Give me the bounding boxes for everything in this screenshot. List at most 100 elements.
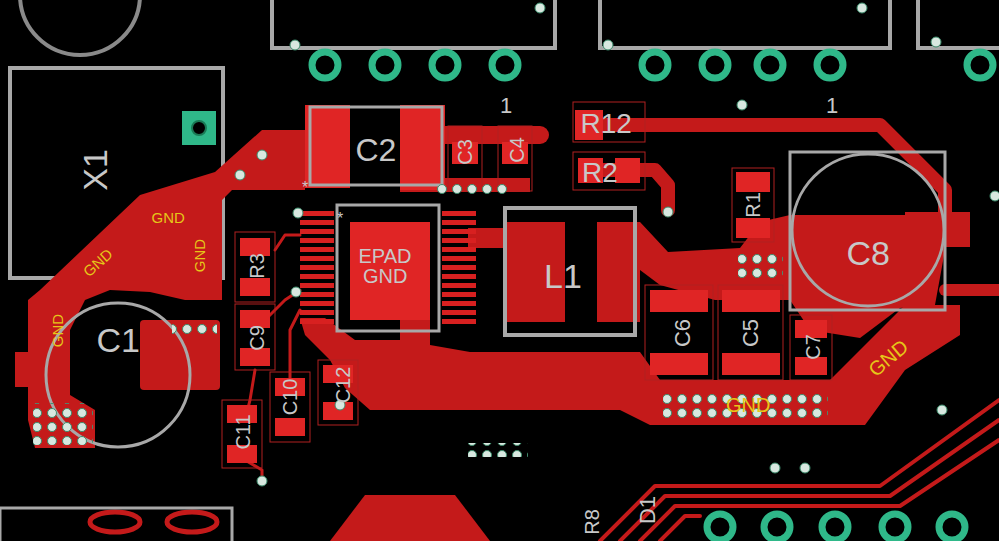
via-array bbox=[433, 181, 508, 195]
smd-pad bbox=[650, 353, 708, 375]
ic-outline bbox=[337, 205, 439, 331]
pin1-marker: * bbox=[302, 180, 308, 196]
part-name: R8 bbox=[582, 509, 602, 535]
connector-outline bbox=[0, 508, 232, 541]
tht-pad bbox=[757, 52, 783, 78]
part-name: R2 bbox=[582, 159, 618, 187]
smd-pad bbox=[615, 158, 640, 183]
smd-pad bbox=[722, 353, 780, 375]
part-name: C5 bbox=[740, 319, 762, 347]
smd-pad bbox=[736, 172, 770, 192]
tht-pad bbox=[492, 52, 518, 78]
via bbox=[291, 287, 301, 297]
header-outline bbox=[918, 0, 999, 48]
oval-pad bbox=[90, 512, 140, 532]
part-name: D1 bbox=[637, 496, 659, 524]
smd-pad bbox=[736, 218, 770, 238]
pin-number: 1 bbox=[500, 95, 512, 117]
tht-pad bbox=[707, 514, 733, 540]
capacitor-outline bbox=[310, 107, 442, 185]
component-outlines bbox=[0, 107, 945, 541]
single-vias bbox=[235, 3, 999, 486]
via bbox=[990, 191, 999, 201]
part-name: R12 bbox=[581, 110, 632, 138]
trace bbox=[660, 516, 700, 541]
smd-pad bbox=[305, 105, 350, 188]
trace bbox=[600, 400, 999, 541]
part-name: C3 bbox=[455, 139, 475, 165]
part-frame bbox=[732, 168, 774, 242]
part-frame bbox=[235, 232, 275, 302]
trace bbox=[590, 125, 945, 215]
tht-pad bbox=[882, 514, 908, 540]
via bbox=[937, 405, 947, 415]
via bbox=[293, 208, 303, 218]
tht-pad bbox=[702, 52, 728, 78]
ic-pins bbox=[300, 211, 334, 324]
through-hole-pads bbox=[312, 52, 993, 540]
epad bbox=[350, 222, 430, 320]
part-name: C11 bbox=[232, 414, 252, 449]
part-name: L1 bbox=[544, 259, 582, 293]
part-name: C12 bbox=[333, 367, 353, 404]
trace bbox=[275, 235, 300, 250]
smd-pad bbox=[650, 290, 708, 312]
net-name: GND bbox=[865, 336, 912, 380]
via bbox=[737, 100, 747, 110]
smd-pads bbox=[227, 105, 827, 463]
part-name: C2 bbox=[356, 134, 397, 166]
via-array bbox=[172, 320, 217, 334]
via bbox=[603, 40, 613, 50]
via-array bbox=[663, 391, 828, 419]
part-name: X1 bbox=[78, 149, 112, 191]
tht-pad bbox=[817, 52, 843, 78]
pin1-marker: * bbox=[337, 211, 343, 227]
via bbox=[770, 463, 780, 473]
via bbox=[800, 463, 810, 473]
smd-pad bbox=[15, 352, 37, 387]
part-frame bbox=[718, 285, 783, 380]
net-name: GND bbox=[192, 238, 207, 271]
part-name: C4 bbox=[507, 137, 527, 163]
net-name: GND bbox=[50, 313, 65, 346]
pin-number: 1 bbox=[826, 95, 838, 117]
via bbox=[535, 3, 545, 13]
part-name: C6 bbox=[672, 319, 694, 347]
copper-pours bbox=[15, 130, 970, 541]
tht-pad bbox=[939, 514, 965, 540]
capacitor-outline bbox=[790, 152, 945, 310]
net-name: GND bbox=[363, 266, 407, 286]
via bbox=[857, 3, 867, 13]
tht-pad bbox=[764, 514, 790, 540]
via bbox=[931, 37, 941, 47]
part-frame bbox=[573, 152, 645, 190]
via-array bbox=[738, 254, 783, 282]
square-pad bbox=[182, 111, 216, 145]
part-frame bbox=[318, 360, 358, 425]
tht-pad bbox=[822, 514, 848, 540]
trace bbox=[945, 284, 999, 296]
smd-pad bbox=[722, 290, 780, 312]
part-frame bbox=[235, 304, 275, 370]
trace bbox=[640, 440, 999, 541]
part-frame bbox=[573, 102, 645, 142]
part-name: C8 bbox=[847, 236, 890, 270]
part-name: C1 bbox=[97, 323, 140, 357]
via bbox=[257, 476, 267, 486]
via bbox=[663, 207, 673, 217]
gnd-pour bbox=[28, 130, 305, 448]
copper-pour bbox=[330, 495, 490, 541]
capacitor-outline bbox=[792, 154, 944, 306]
pad-name: EPAD bbox=[359, 246, 412, 266]
part-name: R1 bbox=[743, 192, 763, 218]
part-frame bbox=[270, 372, 310, 442]
smd-pad bbox=[240, 278, 270, 296]
traces bbox=[90, 125, 999, 541]
via-array bbox=[468, 443, 528, 457]
part-frames bbox=[222, 102, 832, 468]
part-name: C10 bbox=[280, 379, 300, 416]
smd-pad bbox=[275, 418, 305, 436]
part-name: C7 bbox=[803, 334, 823, 360]
